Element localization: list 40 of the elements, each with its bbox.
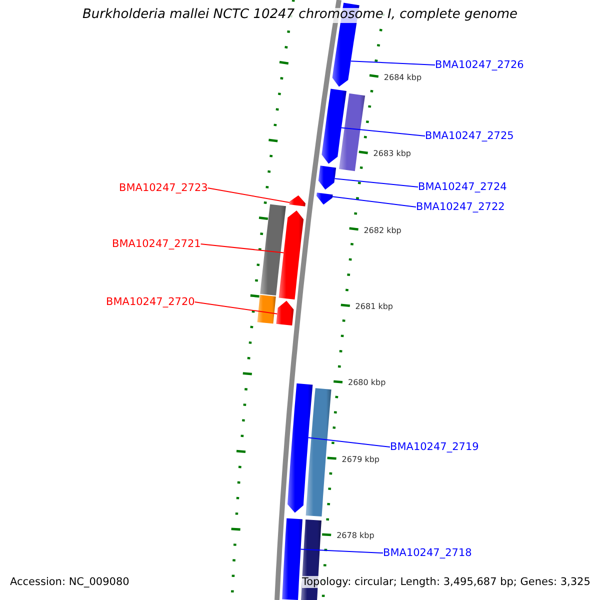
leader-line — [308, 437, 390, 448]
tick-label: 2684 kbp — [384, 72, 422, 82]
gene-label: BMA10247_2722 — [416, 201, 505, 214]
leader-line — [350, 60, 436, 66]
leader-line — [332, 196, 416, 208]
gene-feature — [316, 192, 333, 205]
leader-line — [340, 127, 426, 136]
gene-feature — [321, 88, 347, 164]
tick-label: 2678 kbp — [336, 530, 374, 540]
accession-label: Accession: NC_009080 — [10, 576, 130, 588]
title: Burkholderia mallei NCTC 10247 chromosome I, complete genome — [80, 8, 520, 23]
gene-label: BMA10247_2720 — [106, 296, 195, 308]
feature-bar — [305, 388, 332, 517]
leader-line — [334, 178, 418, 188]
genome-summary: Topology: circular; Length: 3,495,687 bp; Genes: 3,325 — [302, 576, 590, 588]
tick-label: 2682 kbp — [364, 226, 402, 235]
gene-label: BMA10247_2719 — [390, 441, 479, 454]
gene-feature — [287, 383, 313, 513]
leader-line — [207, 188, 290, 203]
tick-label: 2681 kbp — [355, 302, 393, 311]
tick-label: 2683 kbp — [373, 149, 411, 158]
gene-feature — [282, 518, 303, 600]
feature-bar — [257, 294, 276, 324]
tick-label: 2679 kbp — [342, 454, 380, 464]
gene-label: BMA10247_2725 — [425, 130, 514, 142]
gene-feature — [318, 165, 337, 190]
leader-line — [200, 244, 284, 254]
gene-feature — [289, 195, 306, 207]
gene-label: BMA10247_2718 — [383, 547, 472, 560]
tick-label: 2680 kbp — [348, 378, 386, 388]
leader-line — [300, 548, 384, 554]
gene-label: BMA10247_2724 — [418, 181, 507, 194]
feature-bar — [338, 93, 366, 172]
feature-bar — [260, 204, 287, 296]
gene-feature — [276, 300, 294, 326]
gene-label: BMA10247_2723 — [119, 182, 208, 194]
leader-line — [194, 302, 278, 314]
gene-feature — [278, 210, 304, 300]
gene-label: BMA10247_2726 — [435, 59, 524, 72]
gene-label: BMA10247_2721 — [112, 238, 201, 250]
